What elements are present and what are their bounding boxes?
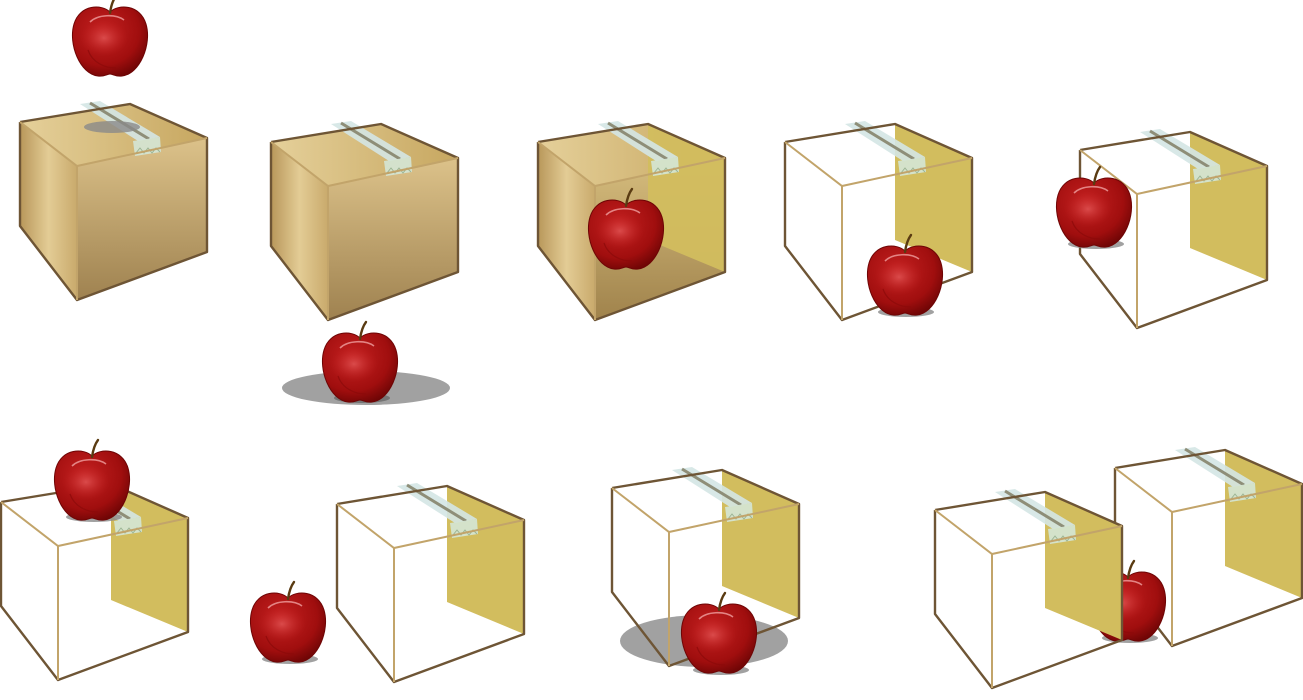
panel-apple-above-box	[18, 0, 209, 302]
panel-apple-on-box	[0, 438, 190, 682]
open-box	[1078, 127, 1269, 330]
apple-shadow	[84, 121, 140, 133]
panel-apple-under-box	[610, 465, 801, 675]
apple	[249, 580, 327, 664]
panel-apple-beside-box	[249, 481, 526, 684]
closed-box	[269, 119, 460, 322]
open-box	[610, 465, 801, 668]
apple	[321, 320, 399, 404]
apple	[680, 591, 758, 675]
panel-apple-in-front-of-box	[1055, 127, 1269, 330]
apple	[53, 438, 131, 522]
panel-apple-in-open-box	[783, 119, 974, 322]
open-box	[335, 481, 526, 684]
open-box-front	[933, 487, 1124, 690]
closed-box	[18, 99, 209, 302]
open-box	[783, 119, 974, 322]
apple	[71, 0, 149, 78]
panel-apple-below-box	[269, 119, 460, 405]
panel-apple-inside-box	[536, 119, 727, 322]
panel-apple-between-boxes	[933, 445, 1303, 690]
